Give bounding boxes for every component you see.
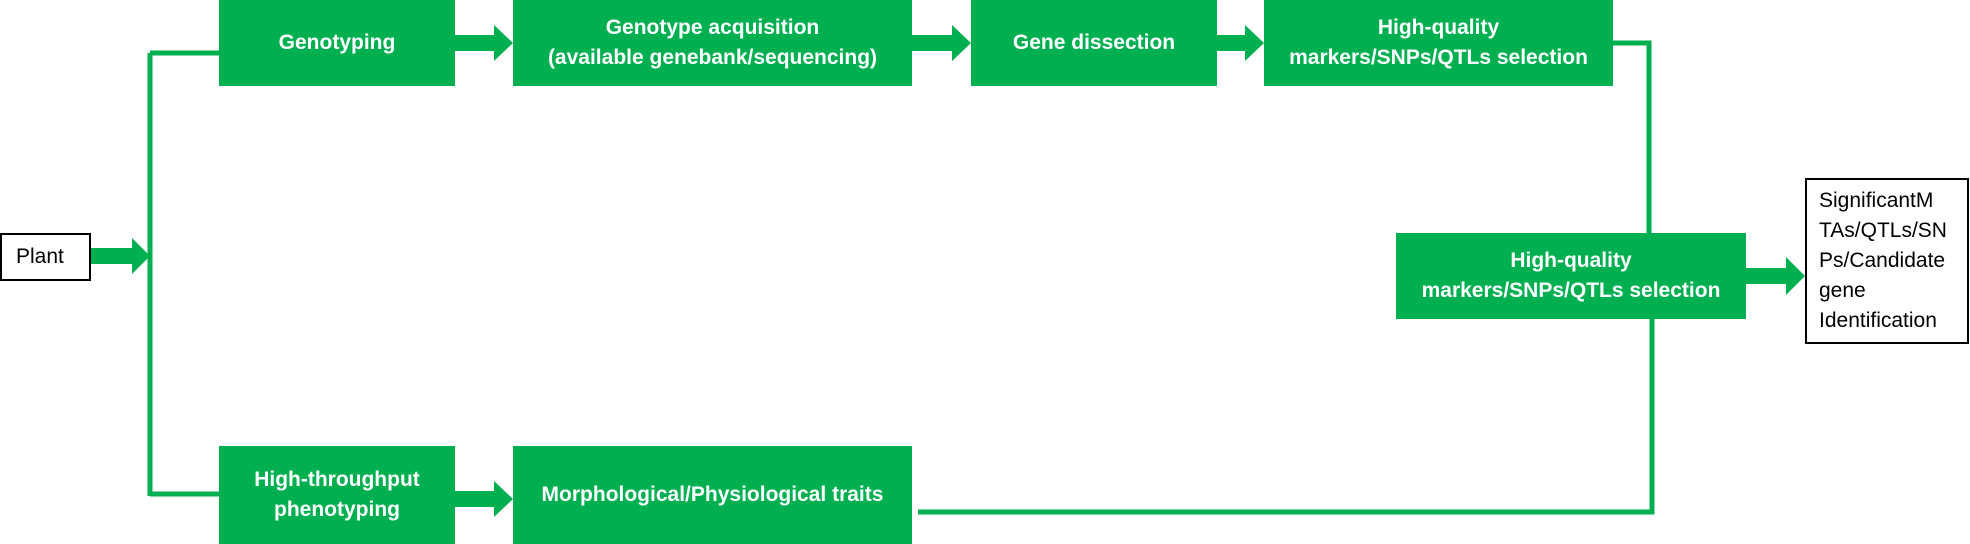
arrow-hq-mid-to-result bbox=[1746, 257, 1805, 295]
arrow-plant-to-branch bbox=[91, 238, 150, 274]
morph-phys-traits-node: Morphological/Physiological traits bbox=[513, 446, 912, 544]
morph-phys-traits-label: Morphological/Physiological traits bbox=[541, 483, 884, 506]
genotyping-node: Genotyping bbox=[219, 0, 455, 86]
arrow-acquisition-to-dissection bbox=[912, 25, 971, 61]
gene-dissection-node: Gene dissection bbox=[971, 0, 1217, 86]
genotype-acquisition-node: Genotype acquisition (available genebank… bbox=[513, 0, 912, 86]
plant-label: Plant bbox=[16, 245, 64, 268]
arrow-genotyping-to-acquisition bbox=[455, 25, 513, 61]
hq-selection-top-node: High-quality markers/SNPs/QTLs selection bbox=[1264, 0, 1613, 86]
morph-to-hq-mid-line bbox=[918, 319, 1655, 515]
hq-selection-mid-label: High-quality markers/SNPs/QTLs selection bbox=[1421, 249, 1721, 302]
genotype-acquisition-label: Genotype acquisition (available genebank… bbox=[547, 16, 878, 69]
hq-top-to-hq-mid-line bbox=[1613, 40, 1652, 233]
hq-selection-mid-node: High-quality markers/SNPs/QTLs selection bbox=[1396, 233, 1746, 319]
high-throughput-phenotyping-node: High-throughput phenotyping bbox=[219, 446, 455, 544]
arrow-dissection-to-hq-top bbox=[1217, 25, 1264, 61]
result-node: SignificantM TAs/QTLs/SN Ps/Candidate ge… bbox=[1805, 178, 1969, 344]
gene-dissection-label: Gene dissection bbox=[1012, 31, 1176, 54]
genotyping-label: Genotyping bbox=[278, 31, 396, 54]
result-label: SignificantM TAs/QTLs/SN Ps/Candidate ge… bbox=[1819, 189, 1947, 332]
hq-selection-top-label: High-quality markers/SNPs/QTLs selection bbox=[1289, 16, 1588, 69]
high-throughput-phenotyping-label: High-throughput phenotyping bbox=[254, 468, 420, 521]
arrow-phenotyping-to-morph bbox=[455, 481, 513, 517]
plant-node: Plant bbox=[0, 233, 91, 281]
